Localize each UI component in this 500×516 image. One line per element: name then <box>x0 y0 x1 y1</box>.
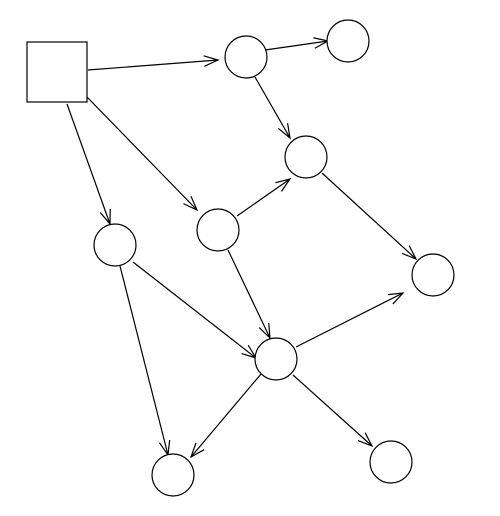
arrowhead <box>388 292 405 305</box>
edge-root-to-n1 <box>87 55 220 71</box>
edge-n5-to-n8 <box>119 265 171 457</box>
arrowhead <box>275 178 292 192</box>
node-n9-circle <box>369 440 413 484</box>
edge-line <box>86 96 198 211</box>
arrowhead <box>401 245 418 261</box>
edge-line <box>66 103 111 225</box>
edge-line <box>119 265 169 456</box>
edge-n4-to-n7 <box>227 249 271 340</box>
nodes <box>26 19 455 497</box>
node-n7-circle <box>254 337 298 381</box>
edge-line <box>132 261 257 359</box>
edge-root-to-n4 <box>86 96 199 212</box>
arrowhead <box>183 196 199 212</box>
node-n3-circle <box>284 135 328 179</box>
edge-line <box>236 178 291 217</box>
arrowhead <box>278 123 291 140</box>
node-n1-circle <box>224 35 268 79</box>
arrowhead <box>189 442 205 459</box>
edge-line <box>295 292 404 348</box>
edge-n5-to-n7 <box>132 261 258 360</box>
node-n5-circle <box>93 223 137 267</box>
node-root-square <box>26 41 88 103</box>
node-n4-circle <box>196 208 240 252</box>
edge-line <box>227 249 271 339</box>
edge-line <box>264 40 329 51</box>
edges <box>66 37 418 459</box>
edge-n1-to-n3 <box>254 76 291 140</box>
edge-line <box>292 374 373 447</box>
edge-n4-to-n3 <box>236 178 292 217</box>
edge-line <box>254 76 291 139</box>
node-n2-circle <box>326 19 370 63</box>
arrowhead <box>203 55 220 67</box>
edge-line <box>190 373 262 458</box>
edge-root-to-n5 <box>66 103 111 226</box>
arrowhead <box>258 323 271 340</box>
edge-n3-to-n6 <box>321 172 418 261</box>
edge-line <box>87 59 219 71</box>
edge-n7-to-n6 <box>295 292 405 348</box>
edge-n7-to-n8 <box>189 373 262 459</box>
node-n6-circle <box>411 253 455 297</box>
edge-n1-to-n2 <box>264 37 330 51</box>
edge-n7-to-n9 <box>292 374 374 448</box>
edge-line <box>321 172 417 260</box>
node-n8-circle <box>151 453 195 497</box>
arrowhead <box>357 432 374 448</box>
